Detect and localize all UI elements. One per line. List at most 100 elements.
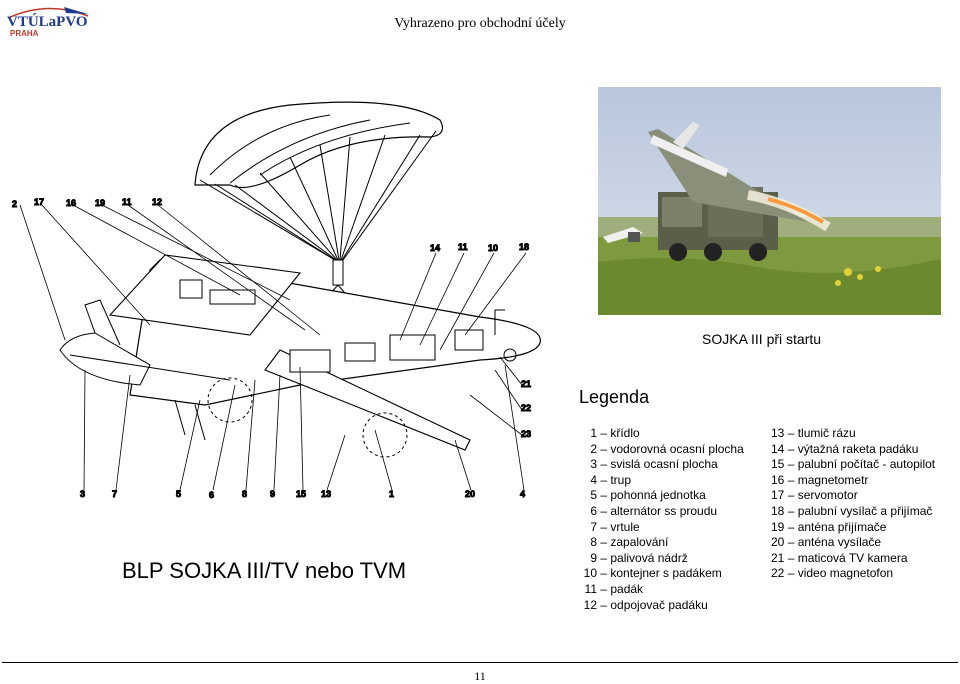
legend-dash: – — [597, 426, 611, 440]
legend-item: 16 – magnetometr — [771, 473, 935, 489]
legend-item-number: 8 — [590, 535, 597, 550]
legend-item-number: 18 — [771, 503, 785, 518]
uav-airframe — [59, 254, 541, 458]
legend-item-number: 7 — [590, 519, 597, 534]
legend-item: 11 – padák — [580, 582, 744, 598]
launch-photo — [598, 87, 941, 315]
legend-item: 7 – vrtule — [580, 520, 744, 536]
legend-item: 4 – trup — [580, 473, 744, 489]
legend-item-label: maticová TV kamera — [797, 550, 908, 565]
legend-item-label: anténa přijímače — [797, 519, 887, 534]
callouts-top: 2 17 16 19 11 12 — [12, 197, 163, 210]
legend-item: 6 – alternátor ss proudu — [580, 504, 744, 520]
legend-dash: – — [597, 519, 611, 534]
legend-item: 19 – anténa přijímače — [771, 520, 935, 536]
legend-item-label: křídlo — [610, 426, 640, 440]
vtu-lapvo-logo: VTÚLaPVO PRAHA — [7, 7, 89, 38]
legend-dash: – — [784, 488, 798, 503]
legend-dash: – — [784, 550, 798, 565]
leader-lines — [19, 204, 527, 491]
legend-item: 14 – výtažná raketa padáku — [771, 442, 935, 458]
legend-dash: – — [597, 472, 611, 487]
svg-text:VTÚLaPVO: VTÚLaPVO — [7, 13, 88, 30]
legend-dash: – — [597, 503, 611, 518]
legend-item: 22 – video magnetofon — [771, 566, 935, 582]
legend-item-label: zapalování — [610, 535, 669, 550]
legend-item-number: 17 — [771, 488, 785, 503]
legend-item-label: palivová nádrž — [610, 550, 688, 565]
svg-text:6: 6 — [209, 490, 214, 500]
legend-dash: – — [784, 441, 798, 456]
legend-item-number: 5 — [590, 488, 597, 503]
legend-item: 12 – odpojovač padáku — [580, 598, 744, 614]
legend-item-label: anténa vysílače — [797, 535, 882, 550]
svg-text:15: 15 — [296, 489, 306, 499]
svg-text:2: 2 — [12, 199, 17, 209]
page-number: 11 — [474, 669, 486, 683]
legend-item-number: 13 — [771, 426, 785, 440]
legend-item: 20 – anténa vysílače — [771, 535, 935, 551]
legend-item-label: trup — [610, 472, 632, 487]
legend-item-number: 4 — [590, 472, 597, 487]
legend-item-label: palubní počítač - autopilot — [797, 457, 936, 472]
legend-item: 8 – zapalování — [580, 535, 744, 551]
svg-text:14: 14 — [430, 243, 440, 253]
legend-dash: – — [597, 566, 611, 581]
legend-item-label: servomotor — [797, 488, 858, 503]
legend-item-label: video magnetofon — [797, 566, 894, 581]
svg-text:1: 1 — [389, 489, 394, 499]
legend-item: 2 – vodorovná ocasní plocha — [580, 441, 744, 458]
legend-item: 10 – kontejner s padákem — [580, 566, 744, 582]
legend-item-label: kontejner s padákem — [610, 566, 722, 581]
svg-text:11: 11 — [122, 197, 132, 207]
legend-item-label: alternátor ss proudu — [610, 503, 718, 518]
legend-dash: – — [597, 550, 611, 565]
svg-text:12: 12 — [152, 197, 162, 207]
legend-dash: – — [597, 535, 611, 550]
svg-text:PRAHA: PRAHA — [10, 29, 39, 38]
legend-item: 15 – palubní počítač - autopilot — [771, 457, 935, 473]
svg-text:10: 10 — [488, 243, 498, 253]
legend-dash: – — [597, 441, 611, 456]
svg-text:9: 9 — [270, 489, 275, 499]
uav-cutaway-drawing: 2 17 16 19 11 12 14 11 10 18 21 22 23 3 … — [12, 101, 541, 501]
legend-item-number: 2 — [590, 441, 597, 456]
legend-item-label: magnetometr — [797, 472, 869, 487]
legend-item-number: 16 — [771, 472, 785, 487]
callouts-mid: 14 11 10 18 — [430, 242, 530, 254]
legend-dash: – — [784, 519, 798, 534]
legend-item-number: 1 — [590, 426, 597, 440]
svg-text:5: 5 — [176, 489, 181, 499]
legend-item-number: 9 — [590, 550, 597, 565]
legend-item-number: 21 — [771, 550, 785, 565]
legend-item-number: 15 — [771, 457, 785, 472]
legend-item-label: odpojovač padáku — [610, 597, 708, 612]
header-notice: Vyhrazeno pro obchodní účely — [394, 16, 566, 31]
svg-text:16: 16 — [66, 198, 76, 208]
legend-item-number: 19 — [771, 519, 785, 534]
page-title: BLP SOJKA III/TV nebo TVM — [122, 558, 407, 583]
legend-dash: – — [784, 457, 798, 472]
legend-dash: – — [784, 503, 798, 518]
svg-text:8: 8 — [242, 489, 247, 499]
legend-item-label: vrtule — [610, 519, 640, 534]
legend-dash: – — [597, 488, 611, 503]
svg-text:13: 13 — [321, 489, 331, 499]
legend-item: 5 – pohonná jednotka — [580, 488, 744, 504]
legend-item-label: výtažná raketa padáku — [797, 441, 919, 456]
legend-item-label: svislá ocasní plocha — [610, 457, 718, 472]
legend-item-label: vodorovná ocasní plocha — [610, 441, 744, 456]
svg-text:21: 21 — [521, 379, 531, 389]
svg-text:3: 3 — [80, 489, 85, 499]
legend-item-number: 12 — [583, 597, 597, 612]
legend-item-number: 11 — [584, 581, 597, 596]
photo-caption: SOJKA III při startu — [702, 331, 822, 347]
legend-dash: – — [784, 472, 798, 487]
callouts-bottom: 3 7 5 6 8 9 15 13 1 20 4 — [80, 489, 526, 501]
legend-item: 18 – palubní vysílač a přijímač — [771, 504, 935, 520]
legend-item-label: padák — [610, 581, 644, 596]
legend-item-label: palubní vysílač a přijímač — [797, 503, 933, 518]
legend-dash: – — [597, 581, 611, 596]
legend-item: 3 – svislá ocasní plocha — [580, 457, 744, 473]
